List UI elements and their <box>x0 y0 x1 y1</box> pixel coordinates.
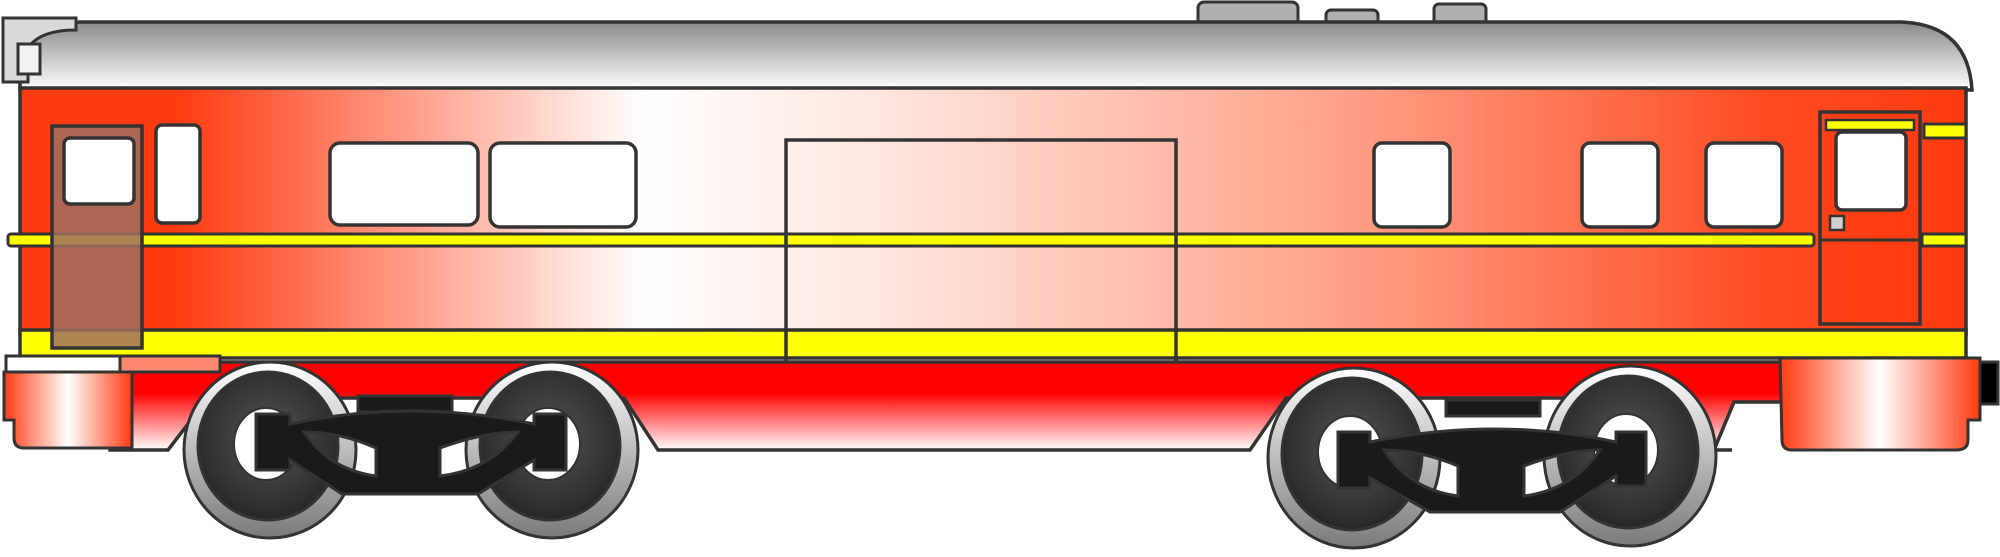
window <box>488 141 638 229</box>
bogie-right <box>1266 364 1718 550</box>
window <box>328 141 480 227</box>
bogie-frame <box>1336 427 1648 514</box>
belt-stripe <box>6 122 1968 248</box>
right-door <box>1818 110 1922 326</box>
left-end-sill <box>2 354 222 450</box>
door-window <box>62 136 136 206</box>
window <box>1372 141 1452 229</box>
door-window <box>1834 130 1908 212</box>
right-end-sill <box>1778 356 2000 452</box>
left-door <box>50 124 144 350</box>
door-handle <box>1828 214 1846 232</box>
roof <box>18 20 1974 92</box>
roof-end-cap <box>1 16 78 84</box>
window <box>1704 141 1784 229</box>
car-body <box>18 86 1968 336</box>
bogie-frame <box>254 409 568 496</box>
bottom-band <box>18 328 1968 360</box>
side-windows <box>154 123 1784 229</box>
window <box>154 123 202 225</box>
coupler <box>1978 360 2000 406</box>
bogie-left <box>182 360 640 540</box>
window <box>1580 141 1660 229</box>
